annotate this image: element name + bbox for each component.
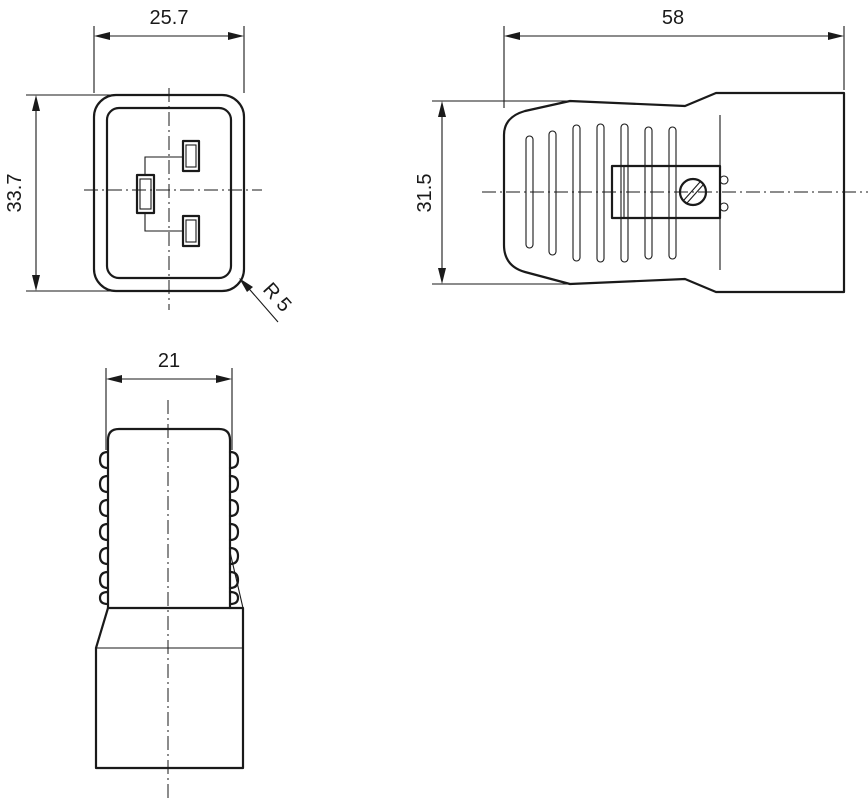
bottom-width-label: 21 bbox=[158, 350, 180, 372]
side-length-label: 58 bbox=[662, 7, 684, 29]
side-height-label: 31.5 bbox=[414, 174, 436, 213]
bottom-grip-body bbox=[106, 427, 232, 610]
vent-slot bbox=[572, 124, 581, 262]
front-height-label: 33.7 bbox=[4, 174, 26, 213]
vent-slot bbox=[644, 126, 653, 260]
vent-slot bbox=[548, 130, 557, 256]
vent-slot bbox=[620, 123, 629, 263]
screw-icon bbox=[678, 177, 708, 207]
contact-link-top bbox=[144, 156, 183, 175]
vent-slot bbox=[525, 135, 534, 249]
contact-top-inner bbox=[185, 144, 197, 168]
contact-earth-inner bbox=[139, 178, 152, 210]
bottom-view: 21 bbox=[94, 350, 245, 801]
front-view: 25.7 33.7 R 5 bbox=[4, 7, 295, 323]
grip-ridges-left bbox=[98, 450, 110, 606]
hole-icon bbox=[719, 202, 729, 212]
screw-slot-a bbox=[683, 181, 701, 201]
contact-top bbox=[181, 139, 201, 173]
front-width-label: 25.7 bbox=[150, 7, 189, 29]
screw-slot-b bbox=[686, 184, 704, 204]
contact-link-bottom bbox=[144, 213, 183, 232]
grip-ridges-right bbox=[228, 450, 240, 606]
bottom-sleeve-body bbox=[94, 606, 245, 770]
front-inner-cavity bbox=[105, 106, 233, 280]
side-outer-body bbox=[502, 91, 846, 294]
vent-slot bbox=[596, 123, 605, 263]
side-view: 58 31.5 bbox=[414, 7, 868, 294]
radius-label: R 5 bbox=[258, 279, 295, 317]
vent-slot bbox=[668, 126, 677, 260]
hole-icon bbox=[719, 175, 729, 185]
grip-taper-right bbox=[229, 551, 244, 609]
cable-clamp bbox=[610, 164, 722, 220]
front-outer-body bbox=[92, 93, 246, 293]
contact-bottom-inner bbox=[185, 219, 197, 243]
